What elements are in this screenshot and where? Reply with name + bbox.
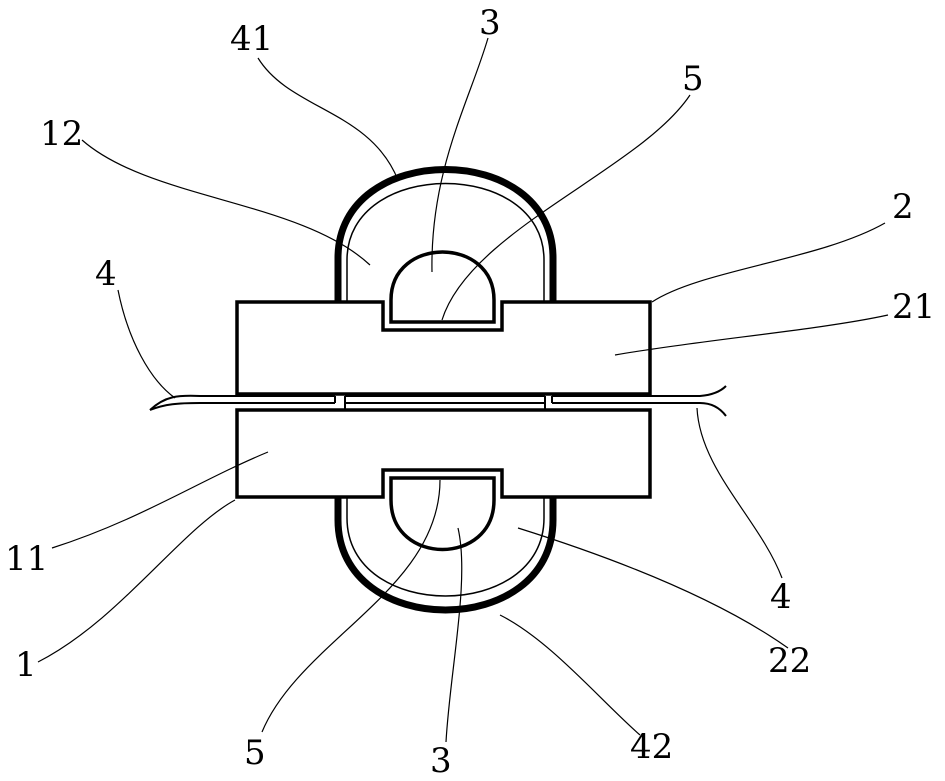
lower-plate xyxy=(235,408,652,499)
label-5-top: 5 xyxy=(682,59,704,99)
film-sheet xyxy=(149,385,727,417)
label-42: 42 xyxy=(630,727,673,767)
upper-plate xyxy=(235,300,652,396)
label-21: 21 xyxy=(892,287,935,327)
label-11: 11 xyxy=(5,539,48,579)
reference-labels: 41 3 5 12 2 4 21 11 4 1 22 5 3 42 xyxy=(5,3,935,781)
label-3-bottom: 3 xyxy=(430,741,452,781)
label-22: 22 xyxy=(768,641,811,681)
leader-lines xyxy=(37,37,889,743)
label-4-right: 4 xyxy=(770,577,792,617)
label-3-top: 3 xyxy=(479,3,501,43)
lower-half-round-insert xyxy=(389,476,496,552)
label-2: 2 xyxy=(892,187,914,227)
top-clamp-band xyxy=(334,166,557,302)
label-12: 12 xyxy=(40,114,83,154)
label-1: 1 xyxy=(15,645,37,685)
upper-half-round-insert xyxy=(389,250,496,324)
label-41: 41 xyxy=(230,19,273,59)
label-4-left: 4 xyxy=(95,254,117,294)
label-5-bottom: 5 xyxy=(244,733,266,773)
bottom-clamp-band xyxy=(334,497,557,614)
